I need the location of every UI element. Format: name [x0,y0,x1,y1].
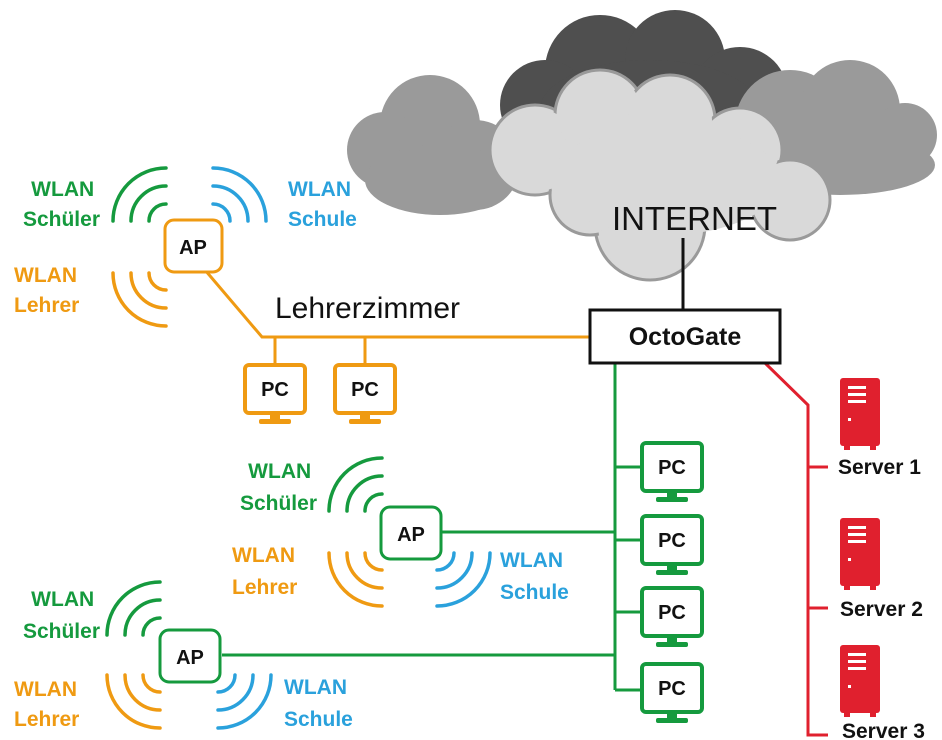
ap-box-green-1 [379,505,443,561]
pc-label-green-1: PC [658,457,686,479]
ap-label-lehrerzimmer: AP [179,237,207,259]
pc-monitor-lz-1 [243,363,307,424]
connections [203,238,828,737]
pc-label-lz-1: PC [261,379,289,401]
wlan-schueler-waves-lz [111,166,168,223]
server-label-2: Server 2 [840,598,923,621]
pc-label-green-3: PC [658,602,686,624]
wlan-schule-waves-ap2 [216,673,273,730]
wlan-schueler-waves-ap2 [105,580,162,637]
pc-label-green-4: PC [658,678,686,700]
internet-label: INTERNET [612,200,777,237]
pc-label-green-2: PC [658,530,686,552]
wlan-lehrer-waves-lz [111,271,168,328]
pc-monitor-lz-2 [333,363,397,424]
wlan-schule-label-ap1: WLAN Schule [500,549,569,604]
octogate-label: OctoGate [629,323,742,351]
wlan-lehrer-waves-ap1 [327,551,384,608]
server-label-3: Server 3 [842,720,925,740]
ap-box-green-2 [158,628,222,684]
wlan-lehrer-label-ap1: WLAN Lehrer [232,544,301,599]
server-icon-3 [840,645,880,717]
lehrerzimmer-label: Lehrerzimmer [275,292,460,325]
pc-monitor-green-2 [640,514,704,575]
server-icon-2 [840,518,880,590]
ap-label-green-1: AP [397,524,425,546]
pc-monitor-green-4 [640,662,704,723]
pc-monitor-green-3 [640,586,704,647]
pc-monitor-green-1 [640,441,704,502]
wlan-lehrer-label-ap2: WLAN Lehrer [14,678,83,731]
ap-label-green-2: AP [176,647,204,669]
wlan-schule-waves-lz [211,166,268,223]
wlan-lehrer-waves-ap2 [105,673,162,730]
wlan-schueler-label-ap2: WLAN Schüler [23,588,100,643]
pc-label-lz-2: PC [351,379,379,401]
wlan-schueler-label-lz: WLAN Schüler [23,178,100,231]
ap-box-lehrerzimmer [163,218,224,274]
wlan-schueler-label-ap1: WLAN Schüler [240,460,317,515]
server-label-1: Server 1 [838,456,921,479]
internet-cloud [347,10,937,282]
wlan-lehrer-label-lz: WLAN Lehrer [14,264,83,317]
wlan-schueler-waves-ap1 [327,456,384,513]
octogate-box [588,308,782,365]
server-icon-1 [840,378,880,450]
wlan-schule-waves-ap1 [435,551,492,608]
wlan-schule-label-lz: WLAN Schule [288,178,357,231]
wlan-schule-label-ap2: WLAN Schule [284,676,353,731]
